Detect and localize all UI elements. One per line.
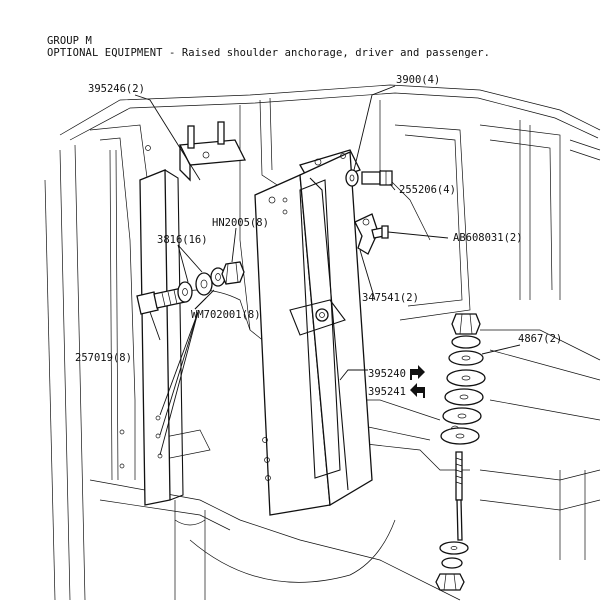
- pillar-fixings: [136, 261, 245, 315]
- callout-347541: 347541(2): [362, 292, 419, 304]
- callout-ab608031: AB608031(2): [453, 232, 523, 244]
- clip-347541: [354, 213, 389, 255]
- callout-wm702001: WM702001(8): [191, 309, 261, 321]
- right-hand-arrow-icon: [410, 365, 425, 380]
- shoulder-bracket-395246: [178, 121, 247, 182]
- group-heading: GROUP M: [47, 35, 92, 47]
- vehicle-body-outline: [44, 84, 601, 601]
- left-hand-arrow-icon: [410, 383, 425, 398]
- callout-257019: 257019(8): [75, 352, 132, 364]
- callout-hn2005: HN2005(8): [212, 217, 269, 229]
- callout-3900: 3900(4): [396, 74, 440, 86]
- callout-4867: 4867(2): [518, 333, 562, 345]
- callout-labels: 395246(2) 3900(4) 255206(4) HN2005(8) 38…: [75, 74, 562, 398]
- callout-255206: 255206(4): [399, 184, 456, 196]
- callout-395240: 395240: [368, 368, 406, 380]
- leader-lines: [134, 85, 521, 456]
- pillar-member: [139, 169, 184, 506]
- bolt-255206: [345, 169, 393, 187]
- anchorage-channel: [254, 149, 373, 516]
- diagram-caption: OPTIONAL EQUIPMENT - Raised shoulder anc…: [47, 47, 491, 59]
- callout-3816: 3816(16): [157, 234, 208, 246]
- spacer-stack-4867: [435, 313, 486, 591]
- callout-395241: 395241: [368, 386, 406, 398]
- callout-395246: 395246(2): [88, 83, 145, 95]
